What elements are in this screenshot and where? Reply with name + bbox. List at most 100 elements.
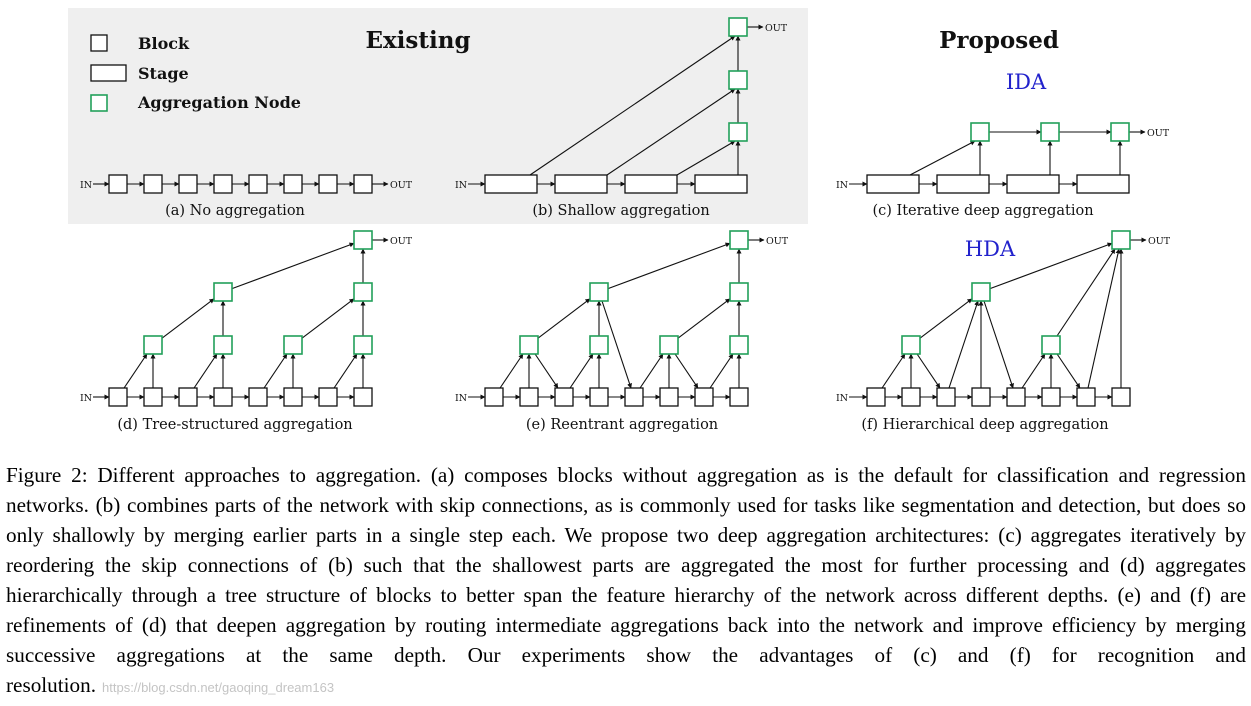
panel-e-edge — [677, 298, 731, 339]
panel-e-label: (e) Reentrant aggregation — [526, 417, 718, 433]
panel-b-edge — [529, 35, 736, 176]
panel-c-agg-node — [1110, 122, 1130, 142]
panel-d-block — [318, 387, 338, 407]
panel-b-edge — [606, 88, 736, 176]
caption-text: Figure 2: Different approaches to aggreg… — [6, 463, 1246, 697]
panel-c-edge — [909, 140, 976, 176]
panel-e-edge — [537, 298, 591, 339]
panel-b-agg-node — [728, 122, 748, 142]
panel-d-block — [283, 387, 303, 407]
panel-f-agg-node — [971, 282, 991, 302]
heading-hda: HDA — [965, 237, 1016, 261]
panel-f-reentry-edge — [983, 300, 1014, 389]
panel-e-edge — [607, 242, 731, 290]
panel-e-edge — [569, 353, 594, 389]
panel-d-out-label: OUT — [390, 236, 413, 247]
panel-e-agg-node — [519, 335, 539, 355]
panel-f-block — [1041, 387, 1061, 407]
legend-stage-swatch — [90, 64, 127, 82]
panel-d-block — [248, 387, 268, 407]
panel-e-agg-node — [729, 230, 749, 250]
panel-f-block — [971, 387, 991, 407]
panel-f-edge — [919, 298, 973, 339]
panel-c-stage — [936, 174, 990, 194]
figure-caption: Figure 2: Different approaches to aggreg… — [6, 460, 1246, 703]
panel-a-in-label: IN — [80, 180, 92, 191]
panel-b-agg-node — [728, 17, 748, 37]
legend-stage-label: Stage — [138, 64, 189, 83]
panel-f-edge — [1056, 248, 1116, 337]
panel-c-out-label: OUT — [1147, 128, 1170, 139]
panel-d-agg-node — [353, 282, 373, 302]
panel-a-block — [248, 174, 268, 194]
legend: Block Stage Aggregation Node — [90, 34, 301, 112]
panel-a-block — [108, 174, 128, 194]
panel-f-agg-node — [1041, 335, 1061, 355]
panel-d-block — [143, 387, 163, 407]
panel-e-block — [519, 387, 539, 407]
panel-e-block — [624, 387, 644, 407]
panel-f-block — [901, 387, 921, 407]
panel-f-label: (f) Hierarchical deep aggregation — [861, 417, 1108, 433]
panel-f-block — [936, 387, 956, 407]
panel-d-agg-node — [143, 335, 163, 355]
panel-b-out-label: OUT — [765, 23, 788, 34]
panel-d-edge — [123, 353, 148, 389]
diagram-nodes — [108, 17, 1131, 407]
legend-aggregation-swatch — [90, 94, 108, 112]
panel-e-reentry-edge — [534, 353, 559, 389]
panel-d-agg-node — [213, 335, 233, 355]
panel-c-agg-node — [970, 122, 990, 142]
panel-f-block — [1076, 387, 1096, 407]
panel-b-stage — [484, 174, 538, 194]
panel-d-edge — [193, 353, 218, 389]
panel-e-block — [484, 387, 504, 407]
panel-a-block — [143, 174, 163, 194]
panel-d-block — [108, 387, 128, 407]
panel-f-block — [1111, 387, 1131, 407]
panel-d-edge — [333, 353, 358, 389]
panel-e-agg-node — [589, 335, 609, 355]
legend-block-label: Block — [138, 34, 190, 53]
panel-b-label: (b) Shallow aggregation — [532, 203, 709, 219]
panel-e-block — [589, 387, 609, 407]
panel-d-in-label: IN — [80, 393, 92, 404]
panel-c-in-label: IN — [836, 180, 848, 191]
panel-e-out-label: OUT — [766, 236, 789, 247]
panel-d-edge — [263, 353, 288, 389]
panel-a-block — [353, 174, 373, 194]
panel-f-in-label: IN — [836, 393, 848, 404]
panel-e-edge — [709, 353, 734, 389]
panel-e-agg-node — [729, 282, 749, 302]
panel-d-agg-node — [353, 335, 373, 355]
panel-d-agg-node — [213, 282, 233, 302]
panel-f-reentry-edge — [916, 353, 941, 389]
panel-c-label: (c) Iterative deep aggregation — [872, 203, 1093, 219]
panel-c-stage — [866, 174, 920, 194]
panel-d-edge — [301, 298, 355, 339]
heading-existing: Existing — [365, 27, 470, 54]
panel-d-edge — [231, 242, 355, 290]
panel-e-block — [729, 387, 749, 407]
panel-e-edge — [639, 353, 664, 389]
panel-a-block — [178, 174, 198, 194]
panel-c-stage — [1076, 174, 1130, 194]
panel-d-block — [178, 387, 198, 407]
panel-e-edge — [499, 353, 524, 389]
panel-f-reentry-edge — [1056, 353, 1081, 389]
panel-f-edge — [1021, 353, 1046, 389]
panel-f-out-label: OUT — [1148, 236, 1171, 247]
panel-b-stage — [694, 174, 748, 194]
panel-d-edge — [161, 298, 215, 339]
panel-d-agg-node — [283, 335, 303, 355]
legend-block-swatch — [90, 34, 108, 52]
panel-a-block — [283, 174, 303, 194]
panel-e-agg-node — [659, 335, 679, 355]
panel-e-in-label: IN — [455, 393, 467, 404]
panel-d-block — [353, 387, 373, 407]
watermark: https://blog.csdn.net/gaoqing_dream163 — [102, 680, 335, 695]
panel-a-label: (a) No aggregation — [165, 203, 305, 219]
panel-f-edge — [989, 242, 1113, 290]
panel-a-block — [318, 174, 338, 194]
